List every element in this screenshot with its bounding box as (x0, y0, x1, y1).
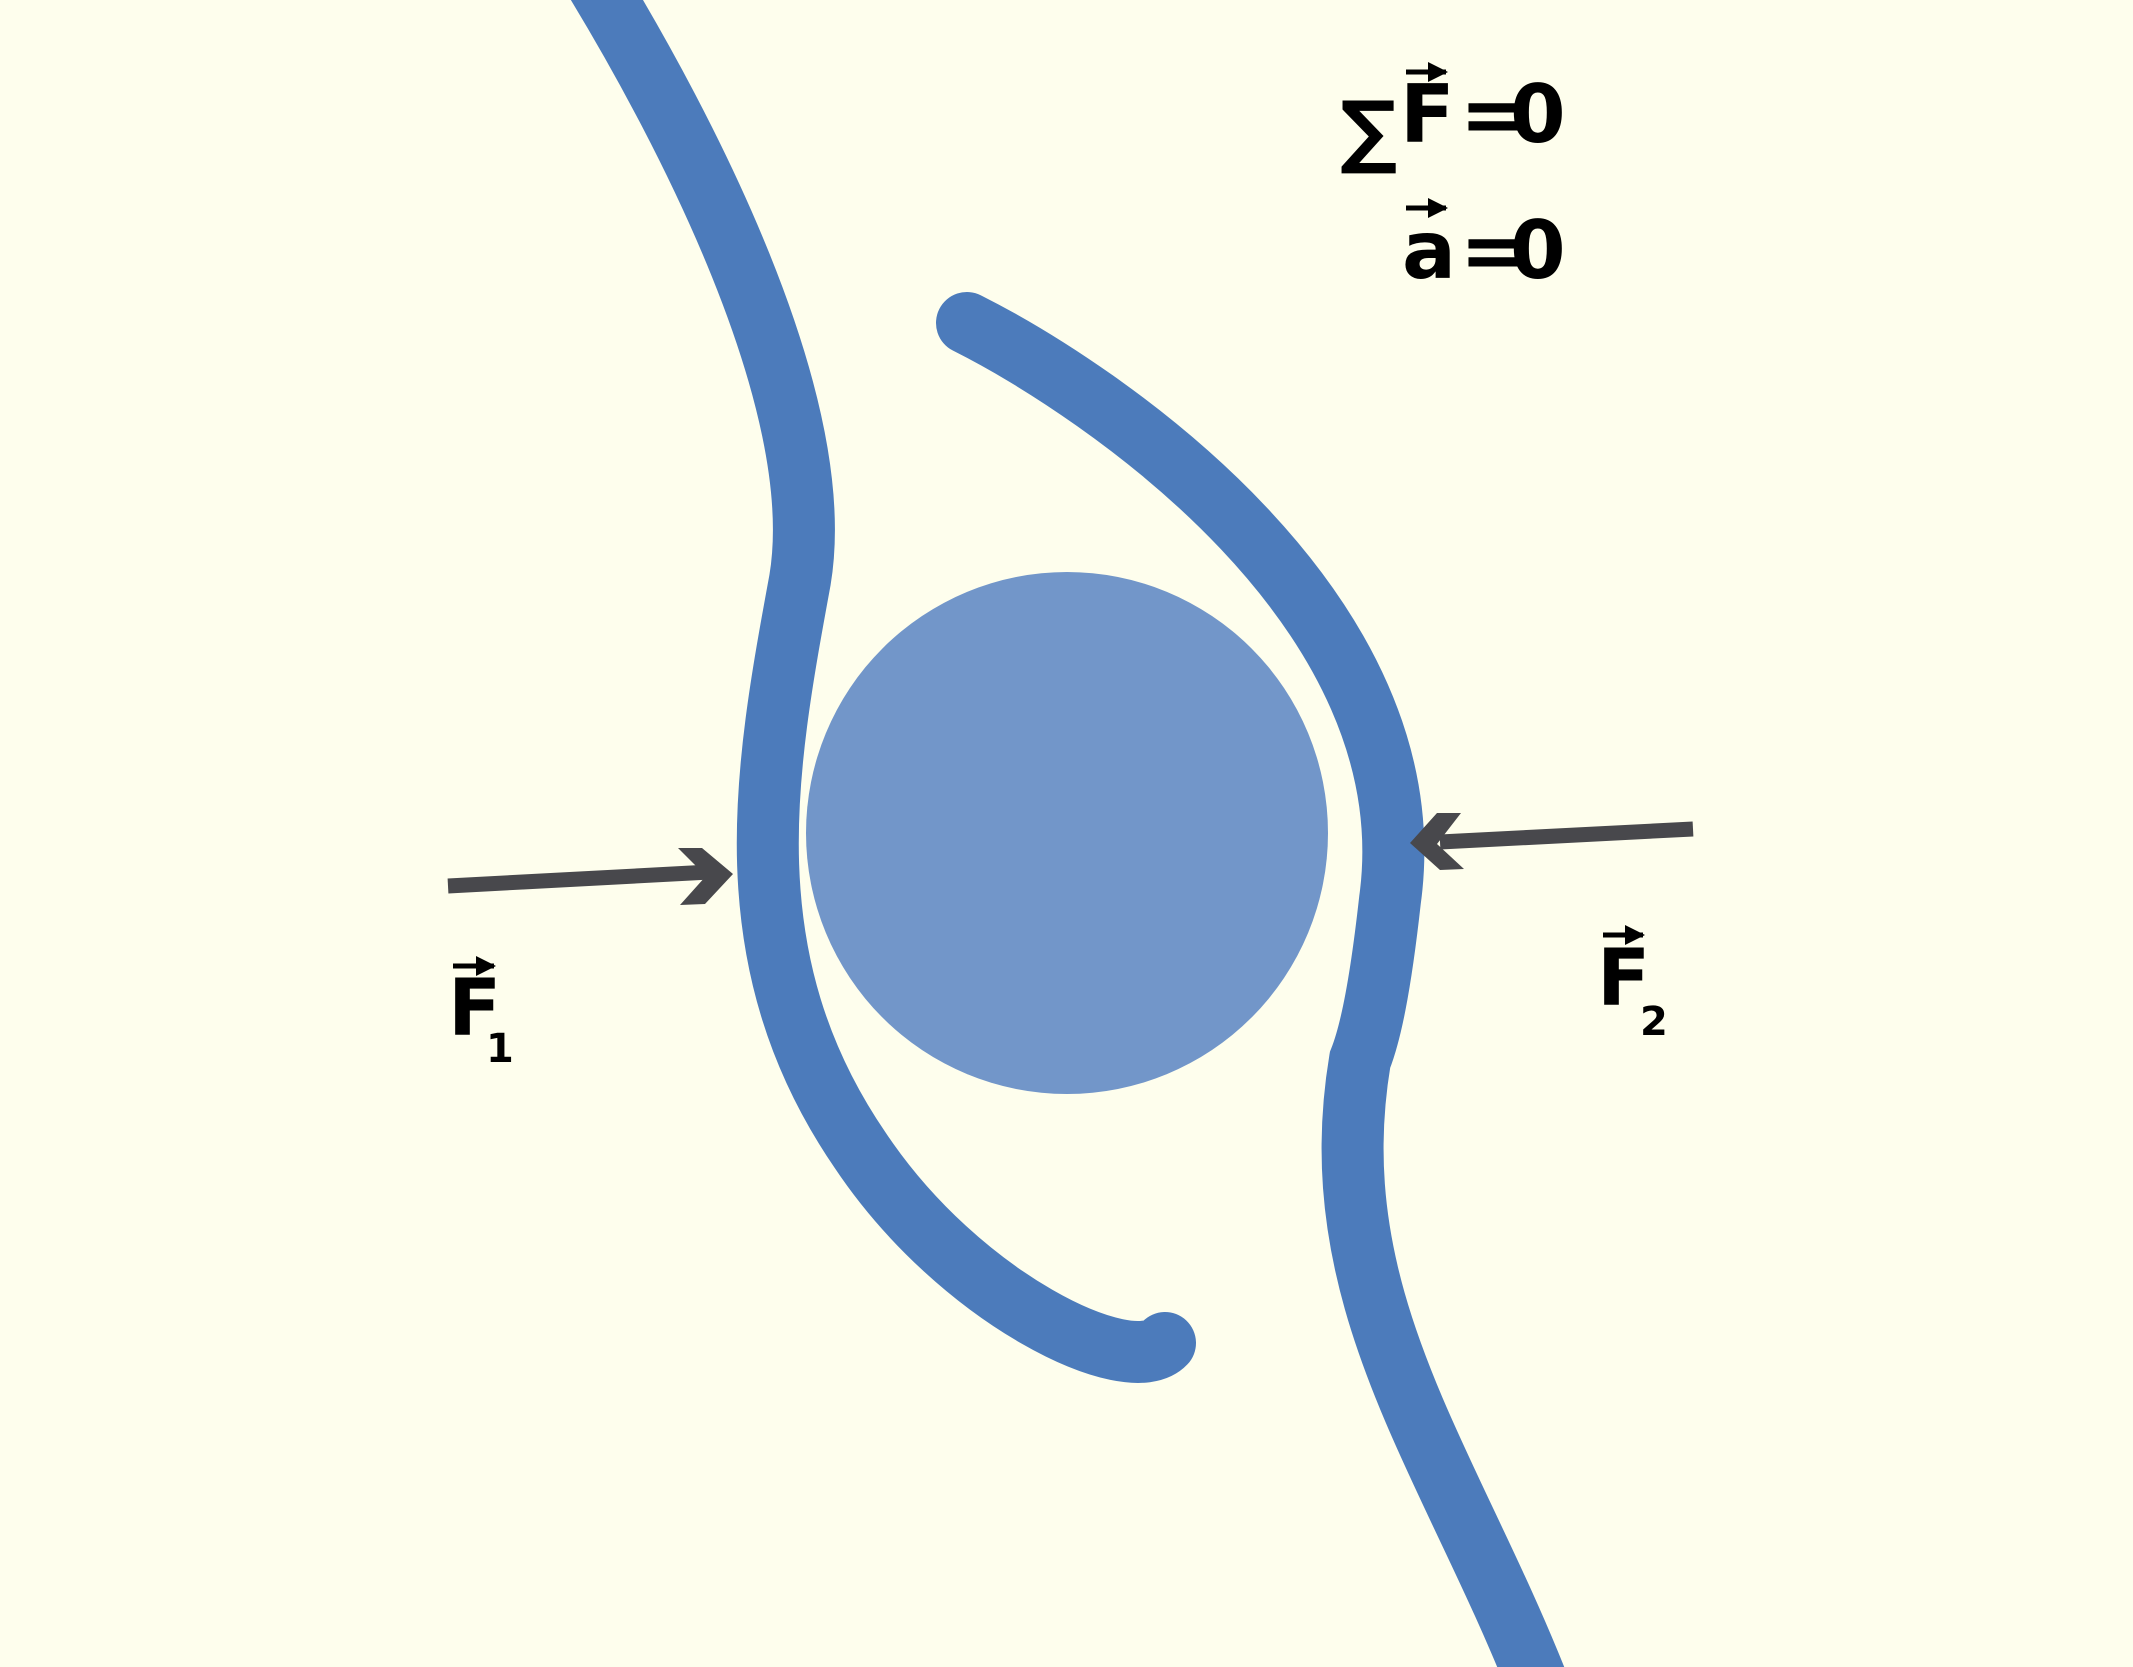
force-arrow-f1 (447, 848, 733, 905)
equation-acceleration: a = 0 (1402, 198, 1566, 297)
label-f2: F 2 (1597, 925, 1668, 1045)
net-force-zero: 0 (1510, 68, 1566, 161)
ball (806, 572, 1328, 1094)
f1-symbol: F (448, 964, 501, 1054)
f2-subscript: 2 (1640, 999, 1668, 1045)
f2-symbol: F (1597, 934, 1650, 1024)
acceleration-symbol: a (1402, 204, 1456, 297)
right-curved-surface (936, 292, 1565, 1667)
acceleration-zero: 0 (1510, 204, 1566, 297)
f1-subscript: 1 (486, 1026, 514, 1072)
net-force-equals: = (1460, 68, 1527, 161)
acceleration-equals: = (1460, 204, 1527, 297)
left-curved-surface (570, 0, 1196, 1383)
force-arrow-f2 (1410, 813, 1694, 870)
label-f1: F 1 (448, 956, 514, 1072)
equation-net-force: ∑ F = 0 (1340, 62, 1566, 177)
net-force-symbol: F (1400, 68, 1455, 161)
sum-symbol: ∑ (1340, 84, 1397, 177)
